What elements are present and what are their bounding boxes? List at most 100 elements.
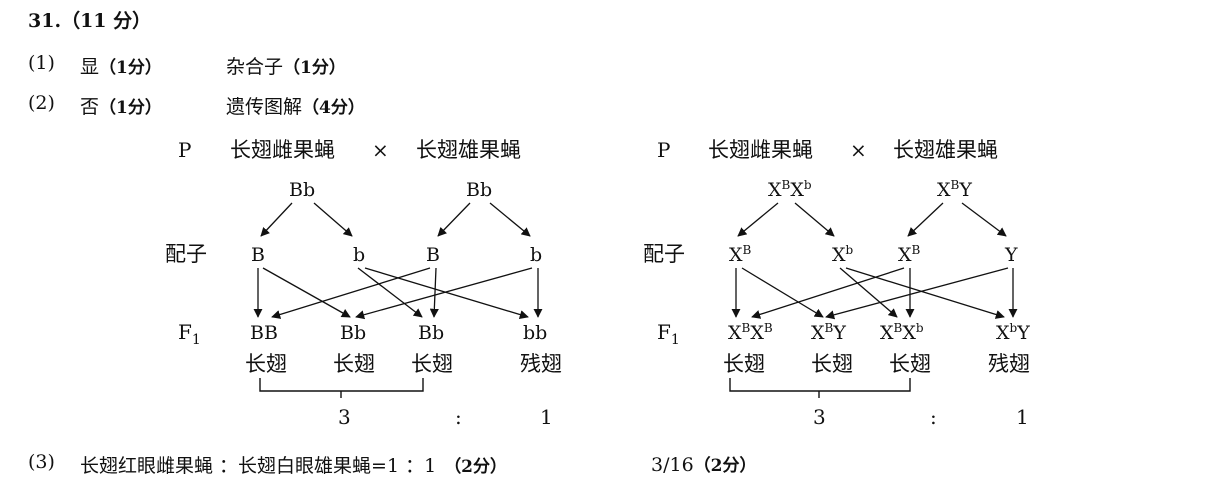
right-offspring-4: XbY <box>996 321 1030 344</box>
right-arrow <box>845 267 1005 319</box>
left-diagram: P 长翅雌果蝇 × 长翅雄果蝇 Bb Bb 配子 B b B b F1 BB B… <box>165 138 562 429</box>
left-arrow <box>313 202 353 237</box>
left-parent2-genotype: Bb <box>466 179 492 201</box>
right-ratio-right: 1 <box>1016 405 1029 429</box>
left-arrow <box>357 267 423 318</box>
left-gamete-3: B <box>426 244 440 266</box>
right-gamete-label: 配子 <box>643 242 685 266</box>
right-arrow <box>737 202 779 237</box>
right-arrows <box>731 202 1018 320</box>
left-ratio-colon: : <box>455 405 462 429</box>
part3-answer: 长翅红眼雌果蝇 ：长翅白眼雄果蝇=1 ：1 （2分） <box>80 451 507 478</box>
left-cross-symbol: × <box>372 138 389 162</box>
right-phenotype-4: 残翅 <box>988 352 1030 376</box>
right-arrow <box>839 267 898 318</box>
left-f1-label: F1 <box>178 320 201 348</box>
left-offspring-4: bb <box>523 322 547 344</box>
right-ratio-colon: : <box>930 405 937 429</box>
left-p-label: P <box>178 138 191 162</box>
left-grouping-bracket <box>259 378 424 398</box>
part1-score2: （1分） <box>283 58 346 78</box>
right-offspring-2: XBY <box>811 321 846 344</box>
part3-score1: （2分） <box>444 457 508 477</box>
left-parent1-genotype: Bb <box>289 179 315 201</box>
left-female: 长翅雌果蝇 <box>230 138 335 162</box>
right-arrow <box>825 267 1009 320</box>
left-arrow <box>364 267 529 319</box>
left-phenotype-2: 长翅 <box>333 352 375 376</box>
left-gamete-label: 配子 <box>165 242 207 266</box>
right-offspring-3: XBXb <box>880 321 924 344</box>
part2-answer2: 遗传图解（4分） <box>226 92 365 119</box>
left-phenotype-3: 长翅 <box>411 352 453 376</box>
question-number: 31.（11 分） <box>28 6 151 33</box>
right-parent1-genotype: XBXb <box>768 178 812 201</box>
left-ratio-left: 3 <box>338 405 351 429</box>
left-arrow <box>489 202 531 237</box>
left-phenotype-4: 残翅 <box>520 352 562 376</box>
right-p-label: P <box>657 138 670 162</box>
left-male: 长翅雄果蝇 <box>416 138 521 162</box>
right-arrow <box>794 202 835 237</box>
right-diagram: P 长翅雌果蝇 × 长翅雄果蝇 XBXb XBY 配子 XB Xb XB Y F… <box>643 138 1030 429</box>
right-phenotype-1: 长翅 <box>723 352 765 376</box>
right-grouping-bracket <box>729 378 911 398</box>
left-arrow <box>437 202 471 237</box>
part2-answer1: 否（1分） <box>80 92 162 119</box>
left-ratio-right: 1 <box>540 405 553 429</box>
part2-answer2-text: 遗传图解 <box>226 96 303 118</box>
right-gamete-1: XB <box>729 243 752 266</box>
part1-answer1-text: 显 <box>80 56 100 78</box>
left-offspring-3: Bb <box>418 322 444 344</box>
right-gamete-3: XB <box>898 243 921 266</box>
left-f1-subscript: 1 <box>192 332 201 348</box>
part2-answer1-text: 否 <box>80 96 100 118</box>
part1-answer1: 显（1分） <box>80 52 162 79</box>
part1-score1: （1分） <box>99 58 162 78</box>
left-offspring-2: Bb <box>340 322 366 344</box>
part1-answer2: 杂合子（1分） <box>226 52 346 79</box>
right-female: 长翅雌果蝇 <box>708 138 813 162</box>
part1-answer2-text: 杂合子 <box>226 56 284 78</box>
part3-answer2: 3/16（2分） <box>651 451 757 476</box>
right-phenotype-3: 长翅 <box>889 352 931 376</box>
question-number-text: 31. <box>28 10 62 32</box>
part3-label: (3) <box>28 451 55 473</box>
left-arrow <box>262 267 351 318</box>
right-f1-label: F1 <box>657 320 680 348</box>
right-arrow <box>741 267 824 318</box>
part3-answer2-text: 3/16 <box>651 454 694 476</box>
question-score: （11 分） <box>61 10 152 32</box>
part3-score2: （2分） <box>693 456 757 476</box>
part3-answer-text: 长翅红眼雌果蝇 ：长翅白眼雄果蝇=1 ：1 <box>80 455 437 477</box>
left-arrow <box>355 267 533 320</box>
right-offspring-1: XBXB <box>728 321 773 344</box>
right-arrow <box>961 202 1007 237</box>
right-f1-subscript: 1 <box>671 332 680 348</box>
part2-label: (2) <box>28 92 55 114</box>
left-gamete-1: B <box>251 244 265 266</box>
part2-score1: （1分） <box>99 98 162 118</box>
left-f1-letter: F <box>178 320 192 344</box>
part2-score2: （4分） <box>302 98 365 118</box>
right-phenotype-2: 长翅 <box>811 352 853 376</box>
right-cross-symbol: × <box>850 138 867 162</box>
left-gamete-4: b <box>530 244 542 266</box>
left-gamete-2: b <box>353 244 365 266</box>
left-arrow <box>271 267 431 319</box>
left-arrow <box>260 202 293 237</box>
left-arrows <box>253 202 543 320</box>
left-offspring-1: BB <box>250 322 278 344</box>
left-arrow <box>429 267 439 318</box>
right-gamete-4: Y <box>1004 244 1018 266</box>
right-ratio-left: 3 <box>813 405 826 429</box>
right-arrow <box>751 267 905 319</box>
right-parent2-genotype: XBY <box>937 178 972 201</box>
left-phenotype-1: 长翅 <box>245 352 287 376</box>
right-male: 长翅雄果蝇 <box>893 138 998 162</box>
right-f1-letter: F <box>657 320 671 344</box>
right-gamete-2: Xb <box>832 243 854 266</box>
part1-label: (1) <box>28 52 55 74</box>
right-arrow <box>907 202 944 237</box>
